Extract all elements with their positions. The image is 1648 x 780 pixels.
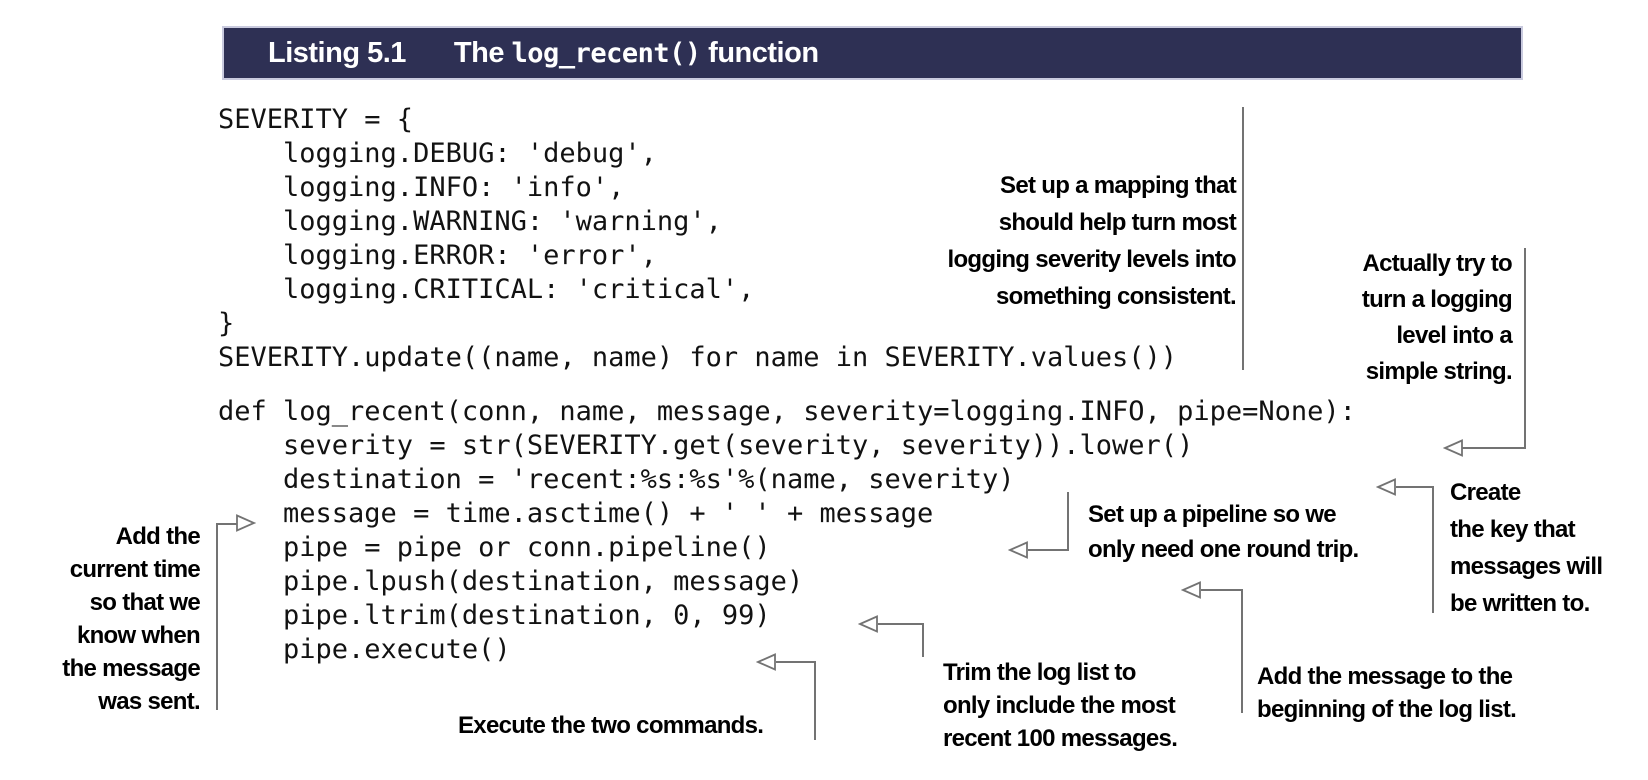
arrowhead-left-icon: [858, 615, 878, 633]
annotation-execute-commands: Execute the two commands.: [458, 712, 764, 739]
connector-create-key-elbow: [1396, 486, 1434, 488]
listing-number-label: Listing 5.1: [268, 36, 406, 69]
connector-current-time-elbow: [216, 523, 238, 525]
arrowhead-left-icon: [1008, 541, 1028, 559]
connector-trim-line: [922, 624, 924, 657]
code-block-severity-mapping: SEVERITY = { logging.DEBUG: 'debug', log…: [218, 104, 1178, 373]
connector-execute-elbow: [776, 661, 816, 663]
annotation-create-key: Create the key that messages will be wri…: [1450, 479, 1603, 617]
arrowhead-left-icon: [756, 653, 776, 671]
connector-create-key-line: [1432, 486, 1434, 613]
connector-execute-line: [814, 662, 816, 740]
arrowhead-left-icon: [1443, 439, 1463, 457]
listing-title: The log_recent() function: [454, 37, 819, 70]
listing-title-prefix: The: [453, 36, 512, 69]
annotation-trim-list: Trim the log list to only include the mo…: [943, 659, 1178, 752]
listing-title-suffix: function: [700, 36, 819, 69]
arrowhead-left-icon: [1181, 581, 1201, 599]
arrowhead-left-icon: [1376, 478, 1396, 496]
annotation-simple-string: Actually try to turn a logging level int…: [1361, 250, 1513, 385]
code-block-log-recent-function: def log_recent(conn, name, message, seve…: [218, 396, 1356, 665]
annotation-severity-mapping: Set up a mapping that should help turn m…: [947, 172, 1237, 310]
connector-add-message-elbow: [1201, 589, 1243, 591]
connector-simple-string-line: [1524, 248, 1526, 449]
connector-current-time-line: [216, 524, 218, 710]
connector-severity-bracket-line: [1242, 107, 1244, 370]
arrowhead-right-icon: [236, 514, 256, 532]
connector-trim-elbow: [878, 623, 924, 625]
annotation-add-message: Add the message to the beginning of the …: [1257, 663, 1517, 723]
connector-pipeline-elbow: [1028, 549, 1069, 551]
annotation-pipeline: Set up a pipeline so we only need one ro…: [1088, 501, 1359, 563]
listing-title-function-name: log_recent(): [511, 37, 702, 69]
connector-add-message-line: [1241, 590, 1243, 713]
listing-header-bar: Listing 5.1 The log_recent() function: [222, 26, 1523, 80]
connector-simple-string-elbow: [1462, 447, 1526, 449]
annotation-current-time: Add the current time so that we know whe…: [62, 523, 200, 715]
connector-pipeline-line: [1067, 492, 1069, 551]
